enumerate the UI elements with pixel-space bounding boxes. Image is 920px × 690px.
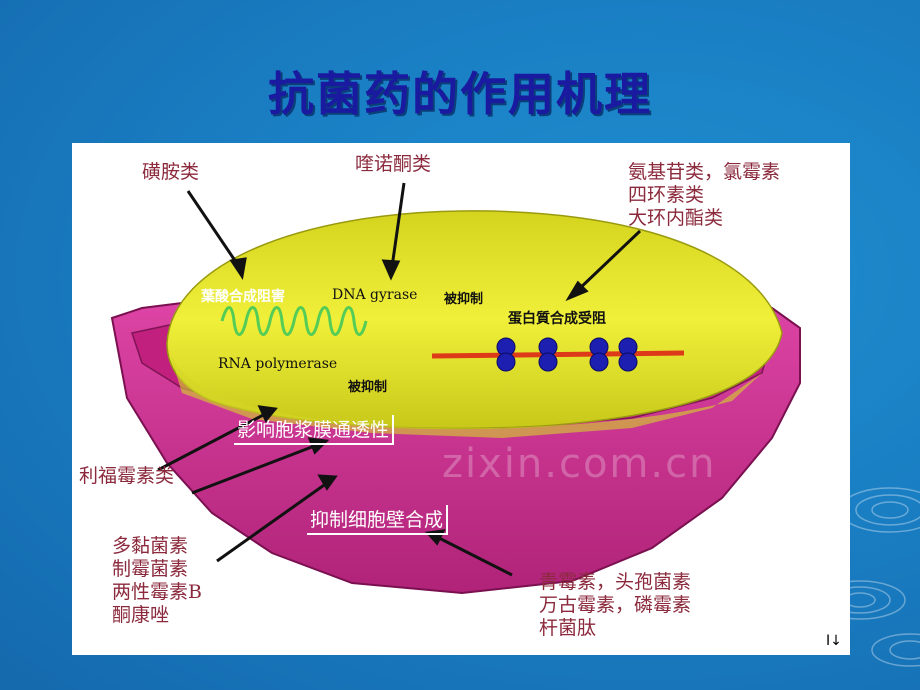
diagram-panel: zixin.com.cn 磺胺类 喹诺酮类 氨基苷类，氯霉素 四环素类 大环内酯…: [72, 143, 850, 655]
watermark: zixin.com.cn: [442, 441, 717, 487]
dna-gyrase-inhibited-label: 被抑制: [444, 292, 484, 307]
membrane-drug-3: 两性霉素B: [112, 581, 202, 603]
page-title: 抗菌药的作用机理: [268, 67, 652, 121]
dna-gyrase-label: DNA gyrase: [332, 287, 418, 303]
membrane-drug-4: 酮康唑: [112, 604, 170, 626]
wall-drug-1: 青霉素，头孢菌素: [539, 571, 692, 593]
folate-synthesis-label: 葉酸合成阻害: [201, 289, 285, 305]
protein-drug-2: 四环素类: [628, 184, 705, 206]
membrane-permeability-label: 影响胞浆膜通透性: [234, 415, 395, 445]
label-membrane-drugs: 多黏菌素 制霉菌素 两性霉素B 酮康唑: [112, 535, 202, 627]
mrna-strand: [431, 350, 685, 359]
label-protein-synthesis-drugs: 氨基苷类，氯霉素 四环素类 大环内酯类: [628, 161, 780, 230]
label-cell-wall-drugs: 青霉素，头孢菌素 万古霉素，磷霉素 杆菌肽: [539, 571, 691, 640]
text-cursor: I↓: [826, 633, 842, 649]
rna-polymerase-inhibited-label: 被抑制: [348, 380, 388, 395]
dna-coil: [220, 306, 368, 336]
protein-synthesis-label: 蛋白質合成受阻: [508, 311, 606, 327]
protein-drug-1: 氨基苷类，氯霉素: [628, 161, 781, 183]
wall-drug-2: 万古霉素，磷霉素: [539, 594, 692, 616]
protein-drug-3: 大环内酯类: [628, 207, 724, 229]
label-quinolones: 喹诺酮类: [355, 153, 432, 175]
rna-polymerase-label: RNA polymerase: [218, 356, 338, 372]
membrane-drug-2: 制霉菌素: [112, 558, 189, 580]
cell-wall-synthesis-label: 抑制细胞壁合成: [307, 505, 449, 535]
bacteria-cell-illustration: [110, 182, 801, 595]
label-sulfonamides: 磺胺类: [142, 161, 200, 183]
wall-drug-3: 杆菌肽: [539, 617, 597, 639]
ribosomes: [496, 337, 638, 372]
membrane-drug-1: 多黏菌素: [112, 535, 189, 557]
label-rifamycins: 利福霉素类: [79, 465, 175, 487]
